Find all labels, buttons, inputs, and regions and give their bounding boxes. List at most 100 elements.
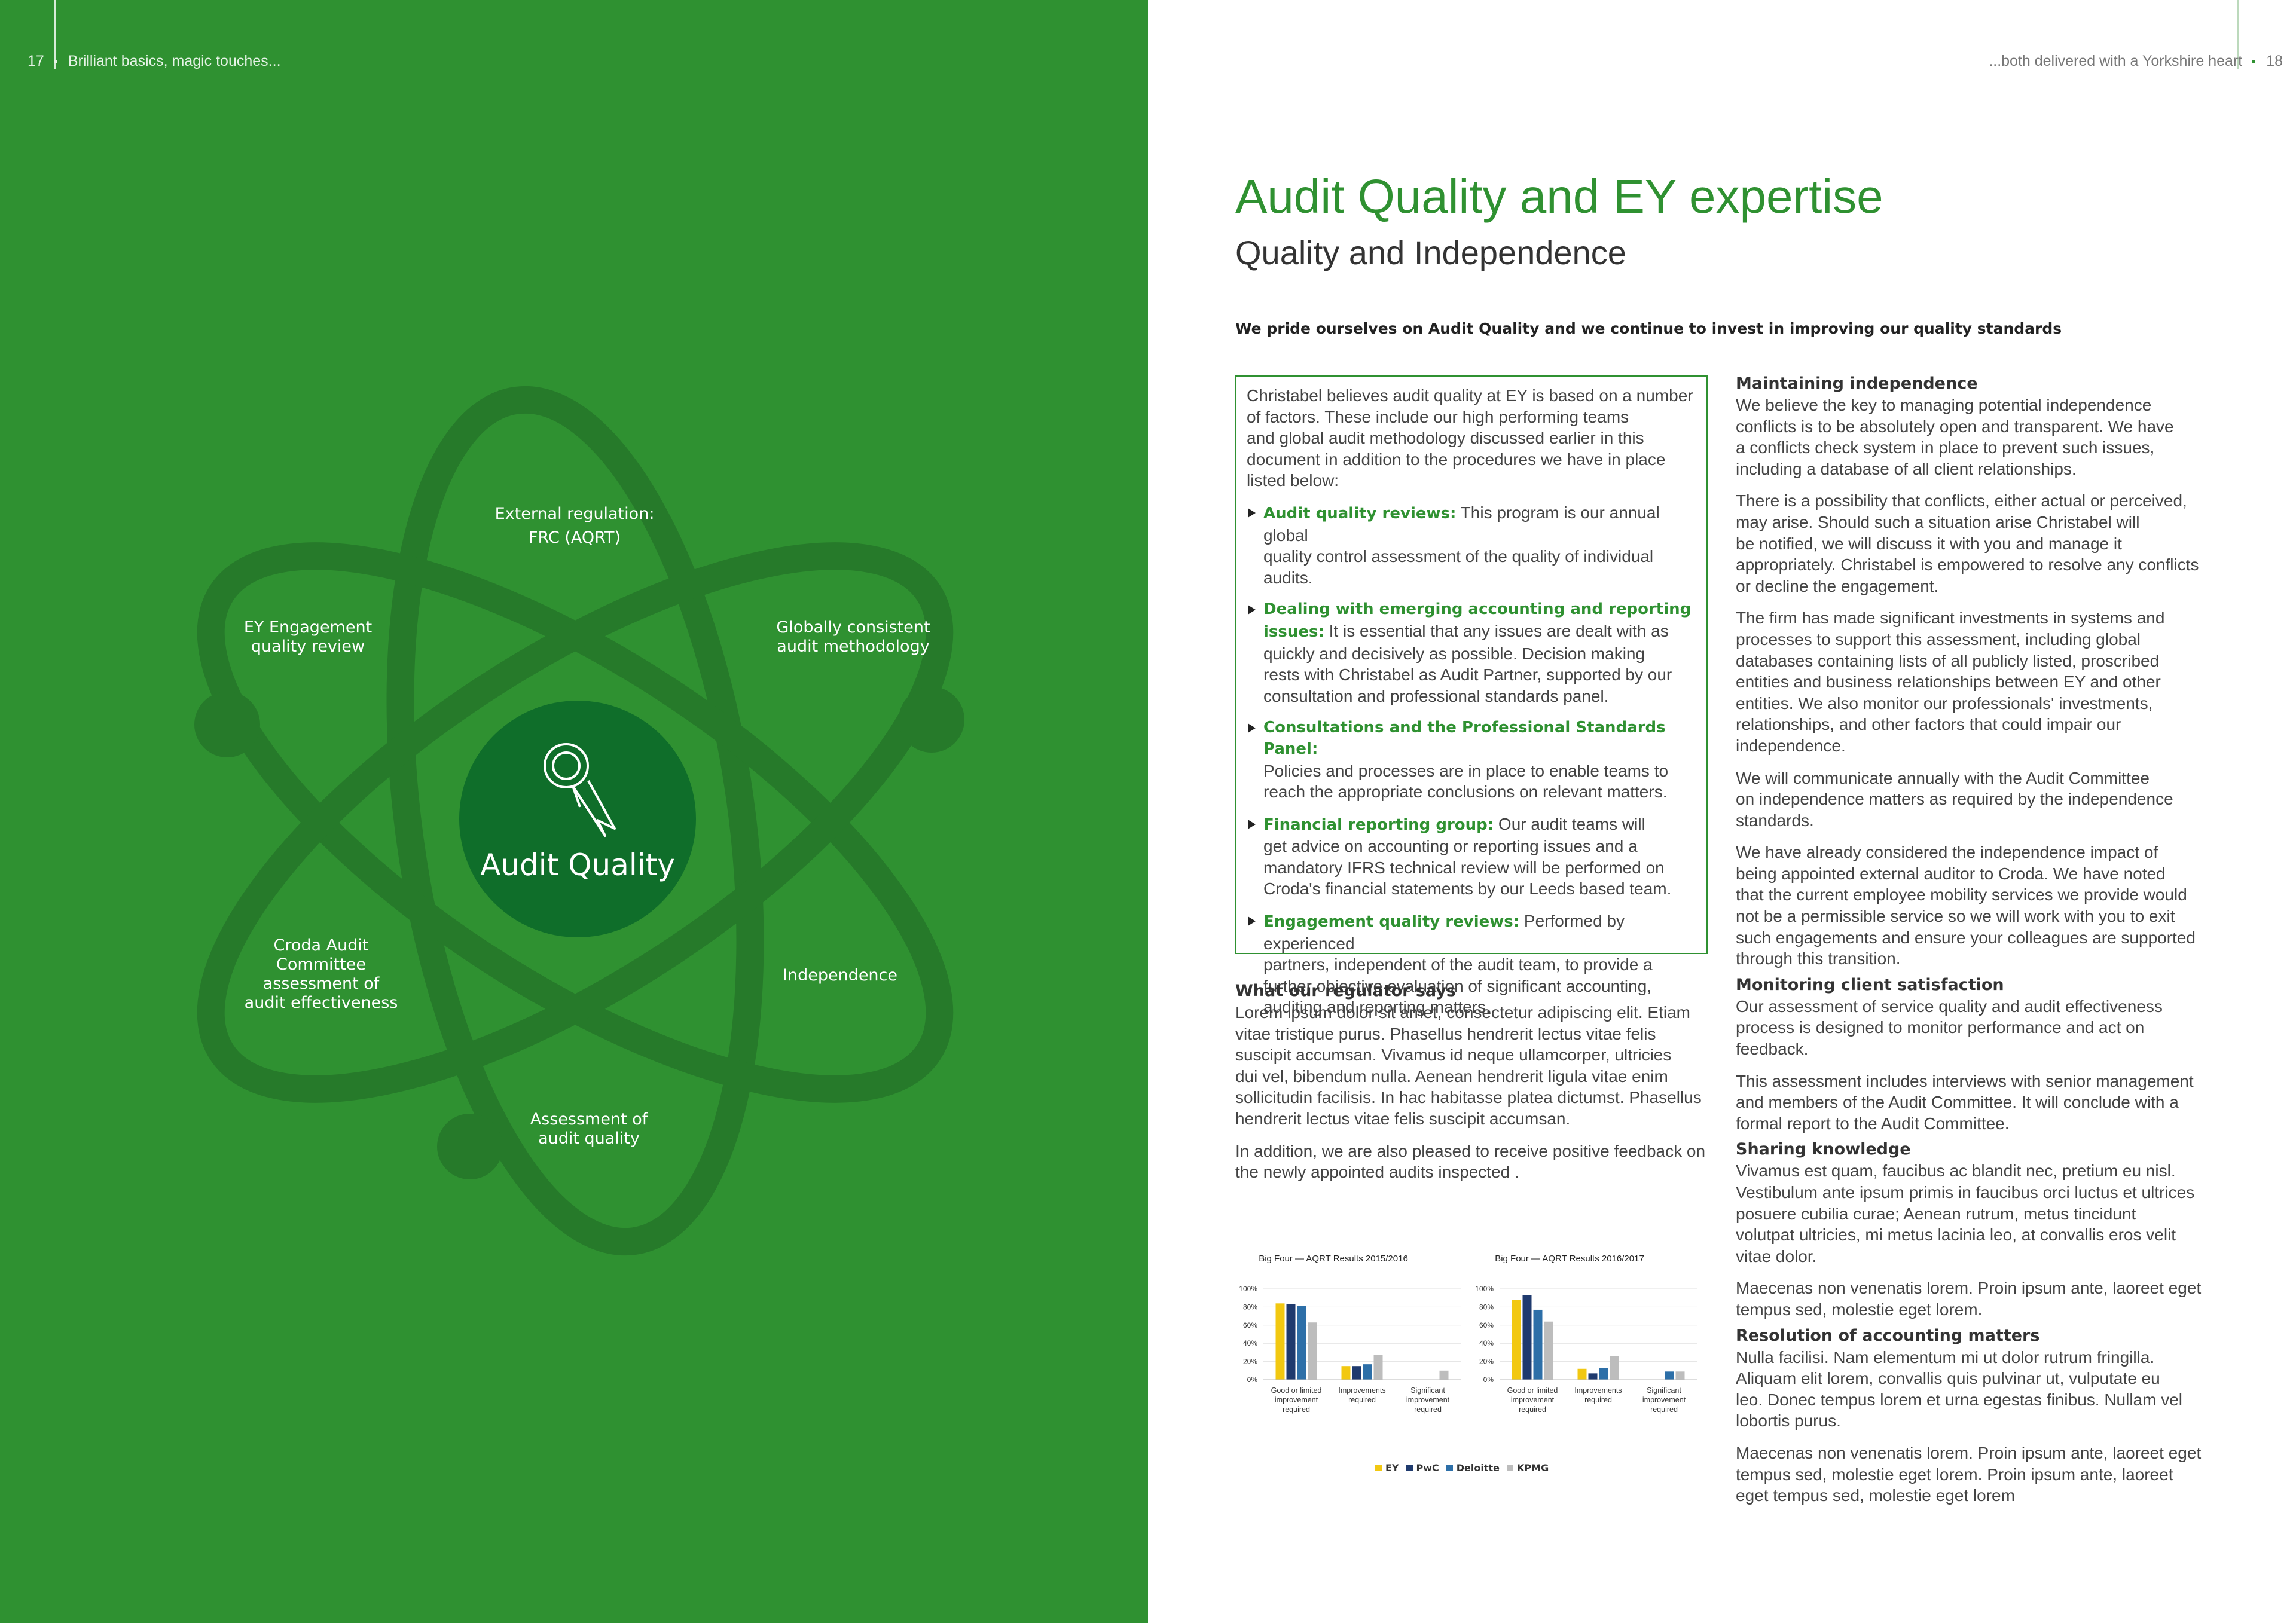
text-line: vitae dolor. [1736,1246,1817,1266]
bar-pwc [1352,1366,1361,1380]
text-line: conflicts is to be absolutely open and t… [1736,417,2174,436]
node-external-regulation: External regulation: FRC (AQRT) [495,505,655,548]
chart-title: Big Four — AQRT Results 2015/2016 [1259,1254,1408,1264]
text-line: Aliquam elit lorem, convallis quis pulvi… [1736,1369,2160,1388]
bullet-heading: Consultations and the Professional Stand… [1263,719,1666,758]
list-item: Dealing with emerging accounting and rep… [1247,599,1696,707]
legend-swatch [1406,1465,1413,1471]
bullet-body: audits. [1263,568,1313,587]
bullet-body: further objective evaluation of signific… [1263,976,1652,995]
bullet-body: It is essential that any issues are deal… [1324,621,1669,640]
right-running-head: ...both delivered with a Yorkshire heart… [1989,53,2283,70]
text-line: The firm has made significant investment… [1736,609,2165,628]
list-item: Engagement quality reviews: Performed by… [1247,910,1696,1018]
node-line: FRC (AQRT) [529,528,621,547]
regulator-section: What our regulator says Lorem ipsum dolo… [1235,980,1714,1194]
paragraph: In addition, we are also pleased to rece… [1235,1141,1714,1183]
text-line: on independence matters as required by t… [1736,790,2173,809]
legend-item: PwC [1406,1462,1439,1474]
text-line: We have already considered the independe… [1736,843,2158,862]
left-page-number: 17 [28,53,44,69]
paragraph: We believe the key to managing potential… [1736,395,2226,479]
text-line: Vestibulum ante ipsum primis in faucibus… [1736,1183,2195,1202]
text-line: Nulla facilisi. Nam elementum mi ut dolo… [1736,1347,2155,1367]
text-line: This assessment includes interviews with… [1736,1071,2194,1090]
text-line: may arise. Should such a situation arise… [1736,512,2140,531]
center-circle [459,701,696,937]
text-line: We believe the key to managing potential… [1736,396,2152,414]
text-line: and global audit methodology discussed e… [1247,429,1644,448]
text-line: standards. [1736,811,1814,830]
text-line: Vivamus est quam, faucibus ac blandit ne… [1736,1162,2176,1181]
x-tick-label: improvement [1511,1396,1555,1404]
bullet-body: rests with Christabel as Audit Partner, … [1263,665,1672,684]
bullet-body: This program is our annual global [1263,503,1660,545]
text-line: eget tempus sed, molestie eget lorem [1736,1486,2015,1505]
paragraph: Vivamus est quam, faucibus ac blandit ne… [1736,1160,2226,1267]
text-line: formal report to the Audit Committee. [1736,1114,2010,1133]
right-page: ...both delivered with a Yorkshire heart… [1148,0,2296,1623]
text-line: posuere cubilia curae; Aenean rutrum, me… [1736,1204,2136,1223]
bar-ey [1341,1366,1351,1380]
text-line: databases containing lists of all public… [1736,651,2160,670]
chart-title: Big Four — AQRT Results 2016/2017 [1495,1254,1644,1264]
paragraph: Maecenas non venenatis lorem. Proin ipsu… [1736,1442,2226,1506]
text-line: dui vel, bibendum nulla. Aenean hendreri… [1235,1066,1668,1086]
page-rule [54,0,56,69]
text-line: that the current employee mobility servi… [1736,885,2187,904]
y-tick-label: 0% [1247,1376,1258,1384]
paragraph: We have already considered the independe… [1736,842,2226,970]
x-tick-label: Significant [1647,1386,1681,1395]
text-line: In addition, we are also pleased to rece… [1235,1141,1706,1160]
text-line: including a database of all client relat… [1736,459,2077,478]
bullet-heading: issues: [1263,622,1324,641]
quality-factors-box: Christabel believes audit quality at EY … [1235,375,1708,1016]
node-ey-engagement: EY Engagement quality review [244,618,372,656]
y-tick-label: 60% [1243,1321,1257,1329]
separator-dot [2252,60,2256,64]
separator-dot [53,60,57,64]
page-title: Audit Quality and EY expertise [1235,170,1883,223]
x-tick-label: Significant [1410,1386,1445,1395]
paragraph: We will communicate annually with the Au… [1736,768,2226,832]
node-line: Croda Audit [273,936,369,955]
text-line: the newly appointed audits inspected . [1235,1163,1519,1182]
bar-ey [1512,1300,1521,1380]
section-title: Resolution of accounting matters [1736,1326,2040,1345]
x-tick-label: required [1650,1405,1678,1414]
node-globally-consistent: Globally consistent audit methodology [776,618,930,656]
bullet-heading: Audit quality reviews: [1263,504,1457,522]
text-line: vitae tristique purus. Phasellus hendrer… [1235,1024,1656,1043]
text-line: tempus sed, molestie eget lorem. [1736,1300,1983,1319]
bullet-body: Our audit teams will [1494,814,1645,833]
text-line: relationships, and other factors that co… [1736,715,2121,734]
node-line: Independence [782,966,898,985]
bar-pwc [1522,1295,1532,1380]
list-item: Audit quality reviews: This program is o… [1247,502,1696,588]
y-tick-label: 40% [1243,1339,1257,1347]
bullet-body: Policies and processes are in place to e… [1263,761,1669,780]
bar-ey [1577,1368,1587,1380]
y-tick-label: 40% [1479,1339,1494,1347]
text-line: a conflicts check system in place to pre… [1736,438,2155,457]
bullet-body: consultation and professional standards … [1263,686,1609,705]
bullet-body: quality control assessment of the qualit… [1263,547,1654,566]
text-line: volutpat ultricies, mi metus lacinia leo… [1736,1225,2176,1245]
x-tick-label: Improvements [1338,1386,1385,1395]
paragraph: This assessment includes interviews with… [1736,1071,2226,1135]
bullet-body: mandatory IFRS technical review will be … [1263,858,1665,877]
legend-label: Deloitte [1456,1462,1500,1474]
node-line: quality review [251,637,365,656]
text-line: not be a permissible service so we will … [1736,907,2175,926]
legend-label: KPMG [1517,1462,1549,1474]
bullet-body: quickly and decisively as possible. Deci… [1263,644,1645,663]
bar-ey [1275,1303,1285,1380]
bullet-body: get advice on accounting or reporting is… [1263,837,1638,856]
page-rule [2237,0,2239,69]
paragraph: Nulla facilisi. Nam elementum mi ut dolo… [1736,1347,2226,1432]
bullet-body: reach the appropriate conclusions on rel… [1263,783,1668,802]
orbit-diagonal-a [197,542,954,1103]
